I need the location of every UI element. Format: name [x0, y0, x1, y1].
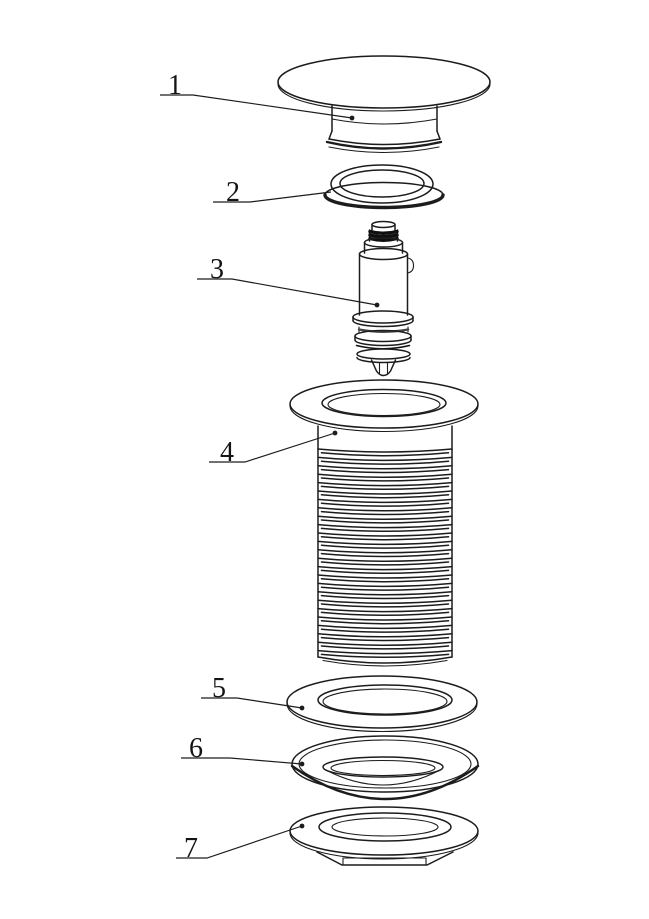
- cartridge-side-tab: [406, 257, 415, 274]
- leader-line-1: [160, 94, 353, 119]
- callout-2: 2: [226, 177, 240, 208]
- nut-hole: [318, 812, 452, 842]
- callouts: 1 2 3 4 5 6 7: [160, 70, 380, 864]
- cartridge-tip: [370, 359, 397, 377]
- leader-dot-1: [349, 115, 355, 121]
- callout-4: 4: [220, 437, 234, 468]
- part-4-threads: [317, 448, 453, 659]
- leader-line-2: [213, 191, 332, 203]
- leader-dot-4: [332, 430, 338, 436]
- leader-line-7: [176, 825, 303, 859]
- callout-3: 3: [210, 254, 224, 285]
- nut-flange: [289, 806, 479, 856]
- leader-dot-3: [374, 302, 380, 308]
- callout-1: 1: [168, 70, 182, 101]
- nut-hex-base: [316, 851, 454, 866]
- body-flange-hole: [321, 388, 447, 418]
- leader-dot-5: [299, 705, 305, 711]
- leader-line-5: [201, 697, 303, 709]
- leader-dot-7: [299, 823, 305, 829]
- part-7-lock-nut: [289, 806, 479, 866]
- cap-top-face: [277, 55, 491, 109]
- part-6-tapered-gasket: [290, 735, 480, 801]
- body-flange: [289, 379, 479, 429]
- callout-6: 6: [189, 733, 203, 764]
- callout-5: 5: [212, 673, 226, 704]
- leader-line-4: [209, 432, 336, 463]
- callout-7: 7: [184, 833, 198, 864]
- part-1-dome-cap: [277, 55, 491, 154]
- part-4-threaded-body: [289, 379, 479, 667]
- leader-line-3: [197, 278, 378, 306]
- leader-dot-6: [299, 761, 305, 767]
- leader-line-6: [181, 757, 303, 765]
- part-3-cartridge: [352, 220, 415, 377]
- part-5-flat-washer: [286, 675, 478, 733]
- part-2-seal-ring: [323, 164, 445, 210]
